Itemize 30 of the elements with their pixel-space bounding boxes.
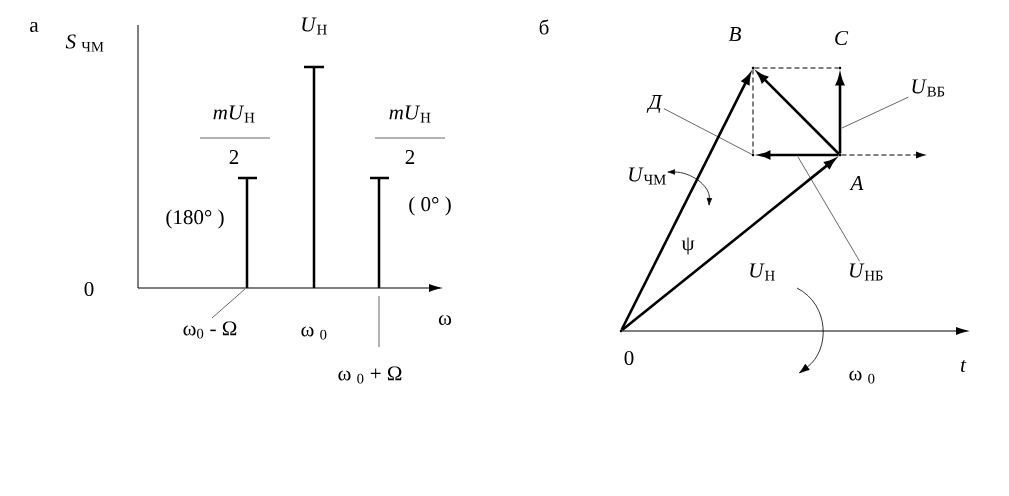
- label: U$_{Н}$: [750, 263, 775, 281]
- fraction-numerator: mU$_{Н}$: [213, 105, 255, 123]
- vector-label: U$_{ВБ}$: [912, 79, 945, 97]
- point-label: A: [849, 176, 864, 190]
- point-label: 0: [624, 350, 634, 366]
- label: t: [961, 360, 967, 372]
- vector-label: U$_{НБ}$: [850, 263, 883, 281]
- fraction-denominator: 2: [229, 150, 239, 164]
- label: б: [539, 19, 549, 35]
- leader-line: [797, 156, 861, 262]
- label: ω $_{0}$: [849, 370, 875, 384]
- dashed-line: [752, 68, 754, 155]
- label: а: [30, 22, 39, 33]
- dashed-line: [840, 151, 926, 159]
- label: 0: [84, 281, 94, 297]
- point-label: B: [728, 27, 741, 41]
- label: ω$_{0}$ - Ω: [183, 321, 237, 339]
- leader-line: [841, 96, 909, 129]
- point-label: C: [835, 30, 849, 46]
- label: U$_{Н}$: [302, 17, 327, 35]
- label: (180° ): [166, 209, 224, 229]
- label: ( 0° ): [409, 196, 451, 216]
- fraction-numerator: mU$_{Н}$: [389, 105, 431, 123]
- fraction-denominator: 2: [405, 150, 415, 164]
- label: ω $_{0}$ + Ω: [338, 366, 402, 384]
- label: ω $_{0}$: [301, 326, 327, 340]
- dashed-line: [753, 67, 840, 69]
- label: ω: [438, 315, 452, 326]
- vertex-point: [751, 153, 755, 157]
- label: S $_{ЧМ}$: [65, 34, 104, 52]
